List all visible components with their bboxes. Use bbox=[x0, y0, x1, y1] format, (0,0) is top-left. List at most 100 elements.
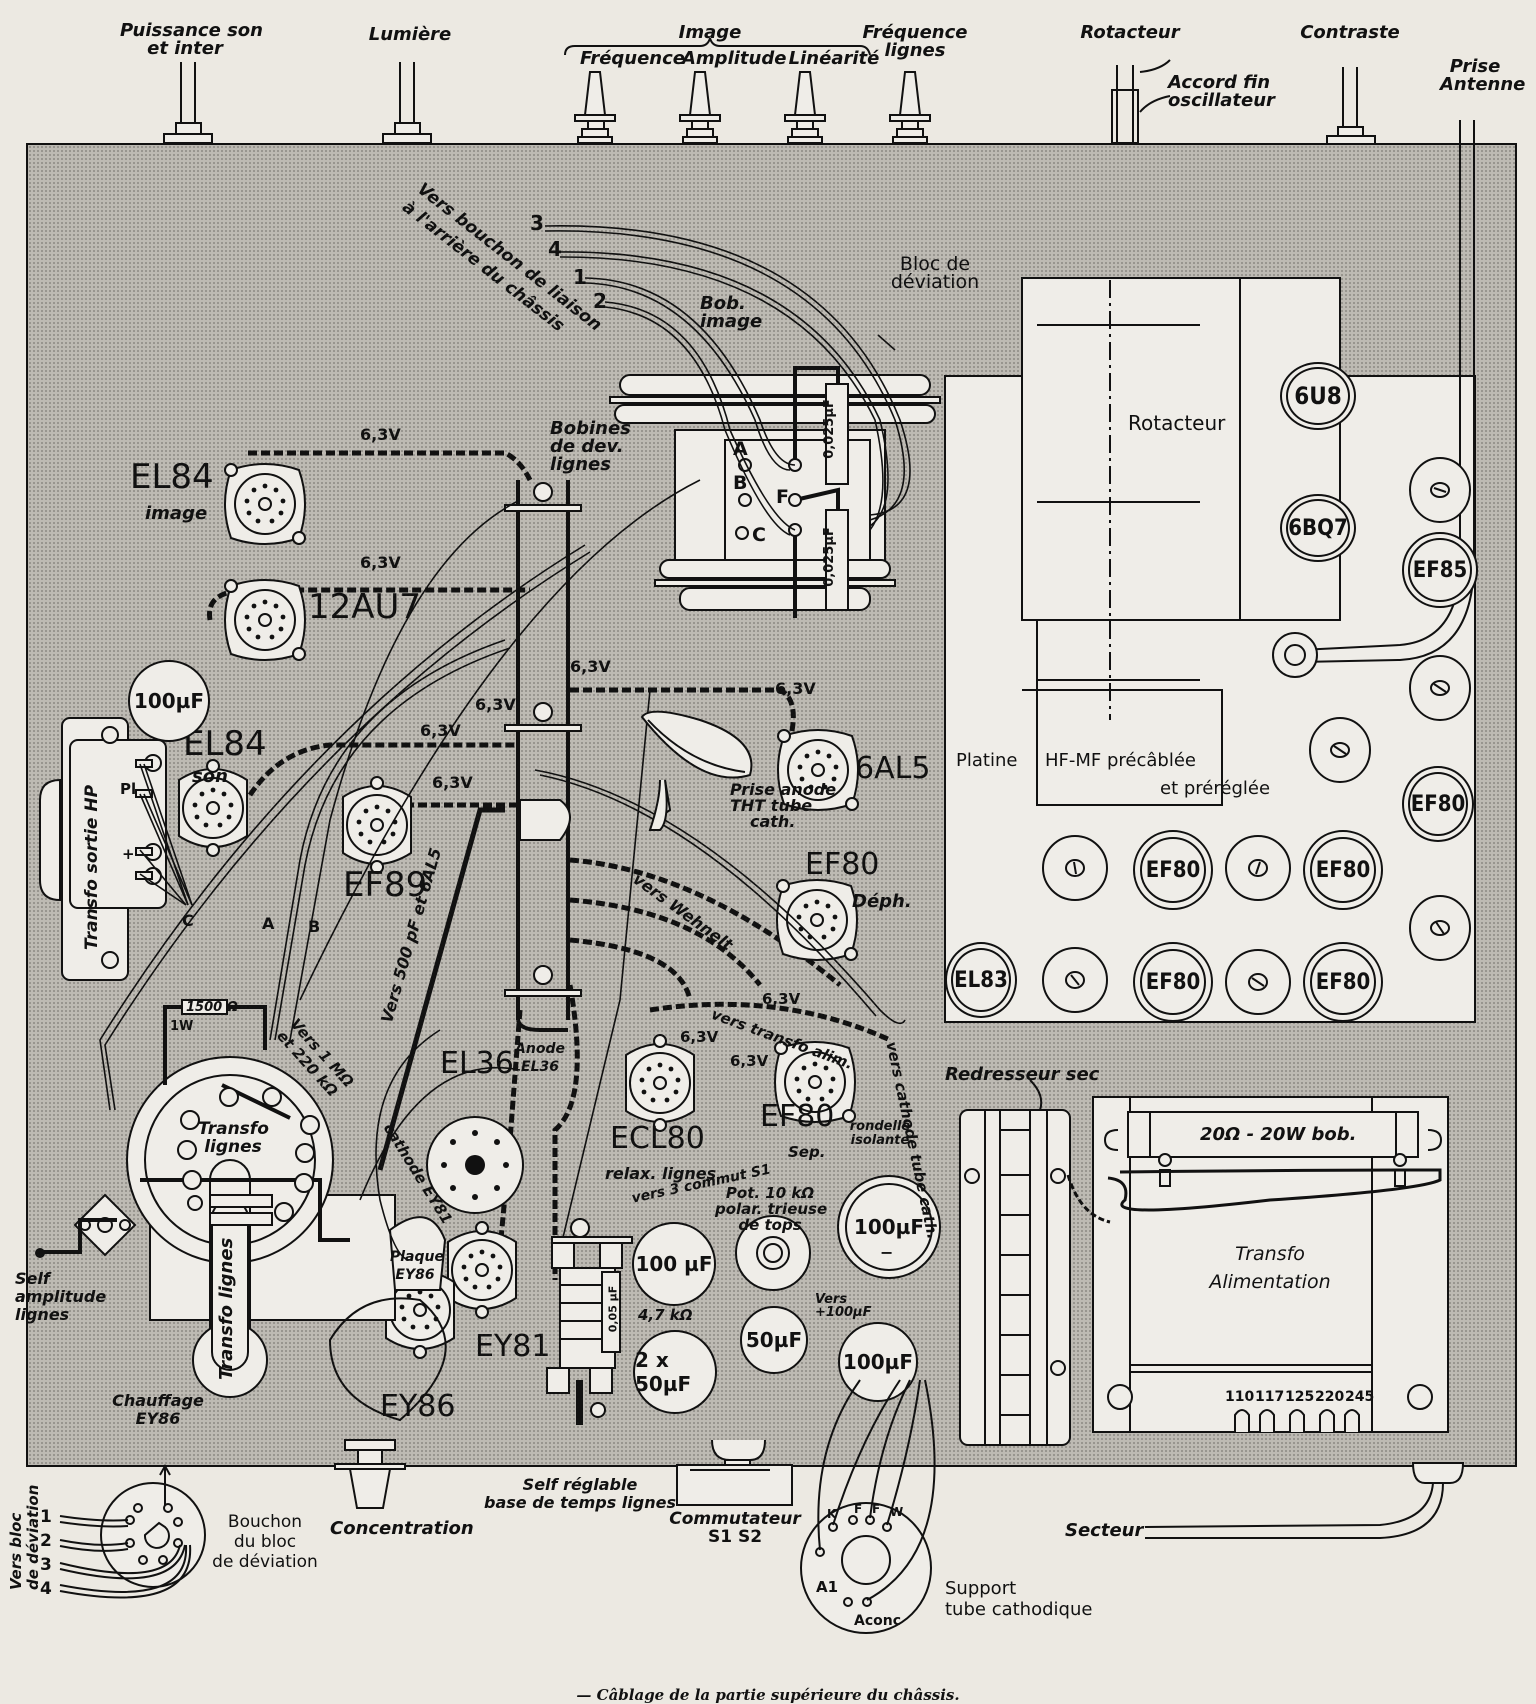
capacitor-50uf[interactable]: 50µF bbox=[740, 1306, 808, 1374]
label-0-05uf: 0,05 µF bbox=[606, 1285, 620, 1333]
tube-sub-ef80-sep: Sep. bbox=[788, 1143, 826, 1161]
capacitor-100uf-left[interactable]: 100µF bbox=[128, 660, 210, 742]
label-image-amplitude: Amplitude bbox=[682, 48, 787, 69]
capacitor-100uf-a[interactable]: 100 µF bbox=[632, 1222, 716, 1306]
label-6-3v: 6,3V bbox=[360, 425, 401, 444]
label-plus: + bbox=[122, 845, 135, 863]
tap-245: 245 bbox=[1345, 1389, 1375, 1405]
terminal-label-a: A bbox=[733, 438, 748, 460]
label-rotacteur: Rotacteur bbox=[1128, 411, 1226, 435]
wire-label-a: A bbox=[262, 914, 275, 933]
tube-ef80-row2b[interactable]: EF80 bbox=[1303, 942, 1383, 1022]
label-6-3v: 6,3V bbox=[360, 553, 401, 572]
capacitor-label-a: 0,025µF bbox=[821, 399, 837, 459]
tube-label-ey86: EY86 bbox=[380, 1389, 456, 1424]
label-contraste: Contraste bbox=[1300, 22, 1400, 43]
plug-wire-2: 2 bbox=[40, 1531, 52, 1551]
pin-f2: F bbox=[872, 1502, 881, 1516]
pin-w: W bbox=[890, 1505, 904, 1519]
label-6-3v: 6,3V bbox=[420, 721, 461, 740]
figure-caption: — Câblage de la partie supérieure du châ… bbox=[576, 1686, 960, 1704]
tap-125: 125 bbox=[1285, 1389, 1315, 1405]
tube-ef80-row1b[interactable]: EF80 bbox=[1303, 830, 1383, 910]
label-transfo-lignes-vertical: Transfo lignes bbox=[216, 1237, 237, 1380]
pin-a1: A1 bbox=[816, 1578, 839, 1596]
tube-6bq7[interactable]: 6BQ7 bbox=[1280, 494, 1356, 562]
label-image-group: Image bbox=[678, 22, 742, 43]
label-6-3v: 6,3V bbox=[730, 1052, 769, 1070]
tube-label-el36: EL36 bbox=[440, 1046, 514, 1081]
bouchon-bloc-deviation[interactable] bbox=[100, 1482, 206, 1588]
label-hf-mf: HF-MF précâblée bbox=[1045, 750, 1196, 771]
label-transfo-sortie-hp: Transfo sortie HP bbox=[82, 784, 102, 950]
arrow-accord bbox=[1139, 95, 1171, 113]
label-20ohm-20w: 20Ω - 20W bob. bbox=[1200, 1124, 1357, 1145]
tube-ef80-right[interactable]: EF80 bbox=[1402, 766, 1474, 842]
label-image-frequence: Fréquence bbox=[580, 48, 686, 69]
pin-k: K bbox=[827, 1507, 837, 1521]
label-minus: − bbox=[880, 1243, 894, 1262]
knob-image-amplitude[interactable] bbox=[679, 71, 721, 144]
label-platine: Platine bbox=[956, 750, 1018, 771]
capacitor-2x50uf[interactable]: 2 x 50µF bbox=[633, 1330, 717, 1414]
knob-rotacteur[interactable] bbox=[1111, 65, 1139, 144]
tube-6u8[interactable]: 6U8 bbox=[1280, 362, 1356, 430]
wire-label-1: 1 bbox=[573, 265, 587, 289]
terminal-label-c: C bbox=[752, 524, 766, 546]
plug-wire-4: 4 bbox=[40, 1579, 52, 1599]
tube-sub-el84-son: son bbox=[192, 766, 228, 787]
tube-label-el84-image: EL84 bbox=[130, 457, 214, 497]
capacitor-100uf-e[interactable]: 100µF bbox=[838, 1322, 918, 1402]
tube-ef80-row2a[interactable]: EF80 bbox=[1133, 942, 1213, 1022]
arrow-rotacteur bbox=[1139, 59, 1171, 73]
label-1500-ohm: 1500 Ω bbox=[186, 1000, 238, 1015]
pin-aconc: Aconc bbox=[854, 1613, 902, 1629]
label-lumiere: Lumière bbox=[368, 24, 452, 45]
knob-image-frequence[interactable] bbox=[574, 71, 616, 144]
knob-image-linearite[interactable] bbox=[784, 71, 826, 144]
tube-ef80-row1a[interactable]: EF80 bbox=[1133, 830, 1213, 910]
label-6-3v: 6,3V bbox=[762, 990, 801, 1008]
wire-label-c: C bbox=[182, 911, 194, 930]
terminal-label-b: B bbox=[733, 472, 748, 494]
tube-label-ey81: EY81 bbox=[475, 1329, 551, 1364]
terminal-label-f: F bbox=[776, 486, 789, 508]
label-redresseur-sec: Redresseur sec bbox=[945, 1064, 1100, 1085]
label-1w: 1W bbox=[170, 1019, 194, 1034]
tube-ef85[interactable]: EF85 bbox=[1402, 532, 1478, 608]
tube-label-ef80-sep: EF80 bbox=[760, 1099, 835, 1134]
wire-label-b: B bbox=[308, 917, 321, 936]
tube-el83[interactable]: EL83 bbox=[945, 942, 1017, 1018]
label-6-3v: 6,3V bbox=[680, 1028, 719, 1046]
knob-frequence-lignes[interactable] bbox=[889, 71, 931, 144]
knob-lumiere[interactable] bbox=[382, 62, 432, 144]
tap-117: 117 bbox=[1255, 1389, 1285, 1405]
tube-label-12au7: 12AU7 bbox=[308, 587, 422, 627]
label-6-3v: 6,3V bbox=[475, 695, 516, 714]
knob-puissance-son[interactable] bbox=[163, 62, 213, 144]
capacitor-label-b: 0,025µF bbox=[821, 527, 837, 587]
capacitor-100uf-d[interactable]: 100µF bbox=[845, 1183, 933, 1271]
label-concentration: Concentration bbox=[330, 1518, 474, 1539]
tube-label-6al5: 6AL5 bbox=[855, 751, 931, 786]
pin-f1: F bbox=[854, 1502, 863, 1516]
knob-contraste[interactable] bbox=[1326, 67, 1376, 145]
label-6-3v: 6,3V bbox=[432, 773, 473, 792]
label-6-3v: 6,3V bbox=[570, 657, 611, 676]
